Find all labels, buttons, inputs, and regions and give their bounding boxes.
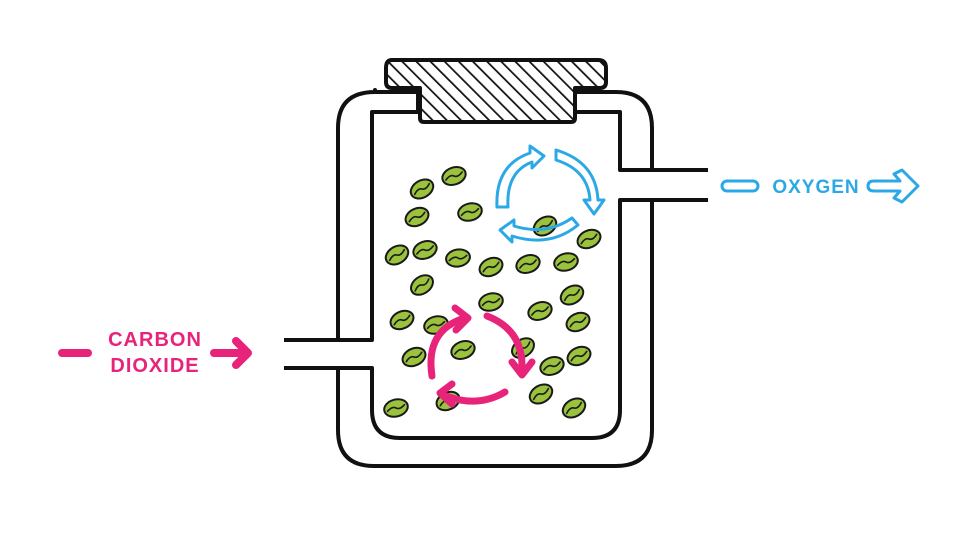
coffee-bean-icon: [478, 292, 504, 312]
coffee-bean-icon: [566, 345, 592, 367]
coffee-bean-icon: [528, 383, 554, 405]
output-label: OXYGEN: [772, 177, 859, 198]
coffee-bean-icon: [412, 240, 438, 260]
coffee-bean-icon: [384, 244, 410, 266]
coffee-bean-icon: [559, 284, 585, 306]
jar-neck-left: [375, 90, 420, 112]
coffee-bean-icon: [404, 206, 430, 228]
coffee-bean-icon: [445, 248, 471, 268]
recycle-arrows-icon: [427, 304, 536, 408]
coffee-bean-icon: [561, 397, 587, 419]
jar-inner-wall: [370, 110, 622, 440]
arrow-right-icon: [210, 337, 252, 369]
input-label-line1: CARBON: [108, 329, 202, 351]
coffee-bean-icon: [457, 202, 483, 222]
coffee-bean-icon: [539, 356, 565, 376]
coffee-bean-icon: [553, 252, 579, 272]
coffee-bean-icon: [389, 309, 415, 331]
coffee-bean-icon: [576, 228, 602, 250]
output-dash: [720, 179, 760, 193]
coffee-bean-icon: [409, 178, 435, 200]
coffee-bean-icon: [401, 346, 427, 368]
coffee-bean-icon: [515, 254, 541, 274]
coffee-bean-icon: [565, 311, 591, 333]
recycle-arrows-outline-icon: [495, 144, 606, 244]
arrow-right-outline-icon: [866, 168, 920, 204]
coffee-beans: [383, 166, 602, 419]
coffee-bean-icon: [441, 166, 467, 186]
coffee-bean-icon: [450, 340, 476, 360]
coffee-bean-icon: [478, 256, 504, 278]
input-label-line2: DIOXIDE: [110, 355, 199, 377]
oxygen-label: OXYGEN: [720, 168, 920, 204]
coffee-bean-icon: [410, 274, 434, 296]
coffee-bean-icon: [383, 398, 409, 418]
coffee-bean-icon: [527, 301, 553, 321]
jar-outer-wall: [336, 88, 654, 468]
carbon-dioxide-label: CARBON DIOXIDE: [58, 329, 252, 377]
hatched-lid-icon: [384, 58, 608, 124]
